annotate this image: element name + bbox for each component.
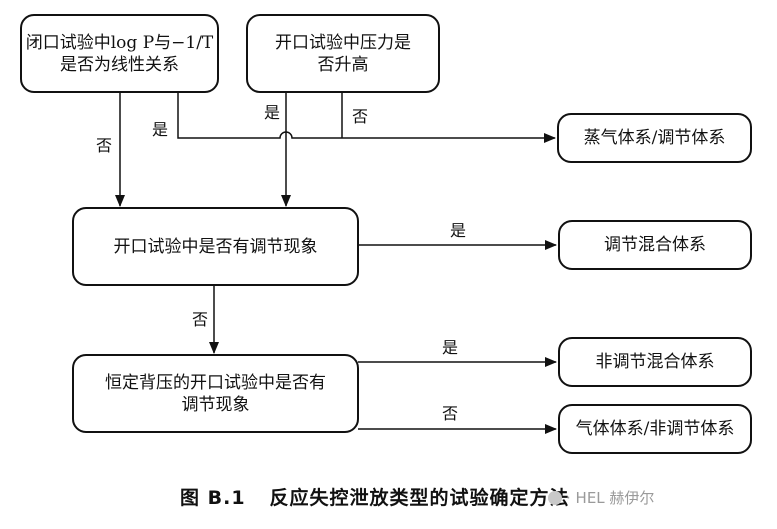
label-pressure-no: 否 [352,107,369,126]
decision-pressure-rise: 开口试验中压力是 否升高 [246,14,440,93]
label-regulation-yes: 是 [450,221,467,240]
watermark-logo-icon [548,491,562,505]
label-regulation-no: 否 [192,310,209,329]
result-nonhybrid-text: 非调节混合体系 [595,352,715,372]
result-vapor-text: 蒸气体系/调节体系 [583,128,726,148]
decision-pressure-line2: 否升高 [317,54,369,75]
watermark-text: · HEL 赫伊尔 [566,489,655,507]
watermark: · HEL 赫伊尔 [548,487,654,508]
decision-logp-line2: 是否为线性关系 [60,54,179,75]
result-hybrid-system: 调节混合体系 [558,220,752,270]
decision-pressure-line1: 开口试验中压力是 [275,32,411,53]
label-backpressure-yes: 是 [442,338,459,357]
label-logp-yes: 是 [152,120,169,139]
decision-backpressure: 恒定背压的开口试验中是否有 调节现象 [72,354,359,433]
result-gas-text: 气体体系/非调节体系 [575,419,735,439]
result-nonhybrid-system: 非调节混合体系 [558,337,752,387]
result-hybrid-text: 调节混合体系 [604,235,706,255]
decision-backpressure-line2: 调节现象 [181,394,250,415]
edge-logp-yes [177,92,556,143]
result-gas-system: 气体体系/非调节体系 [558,404,752,454]
decision-regulation: 开口试验中是否有调节现象 [72,207,359,286]
decision-logp-linear: 闭口试验中log P与−1/T 是否为线性关系 [20,14,219,93]
figure-title: 反应失控泄放类型的试验确定方法 [269,487,570,509]
decision-backpressure-line1: 恒定背压的开口试验中是否有 [105,372,326,393]
label-backpressure-no: 否 [442,404,459,423]
result-vapor-system: 蒸气体系/调节体系 [557,113,752,163]
decision-regulation-text: 开口试验中是否有调节现象 [113,236,318,257]
figure-number: 图 B.1 [180,487,246,509]
decision-logp-line1: 闭口试验中log P与−1/T [25,32,214,53]
figure-caption: 图 B.1 反应失控泄放类型的试验确定方法 [180,483,570,510]
label-pressure-yes: 是 [264,103,281,122]
label-logp-no: 否 [96,136,113,155]
